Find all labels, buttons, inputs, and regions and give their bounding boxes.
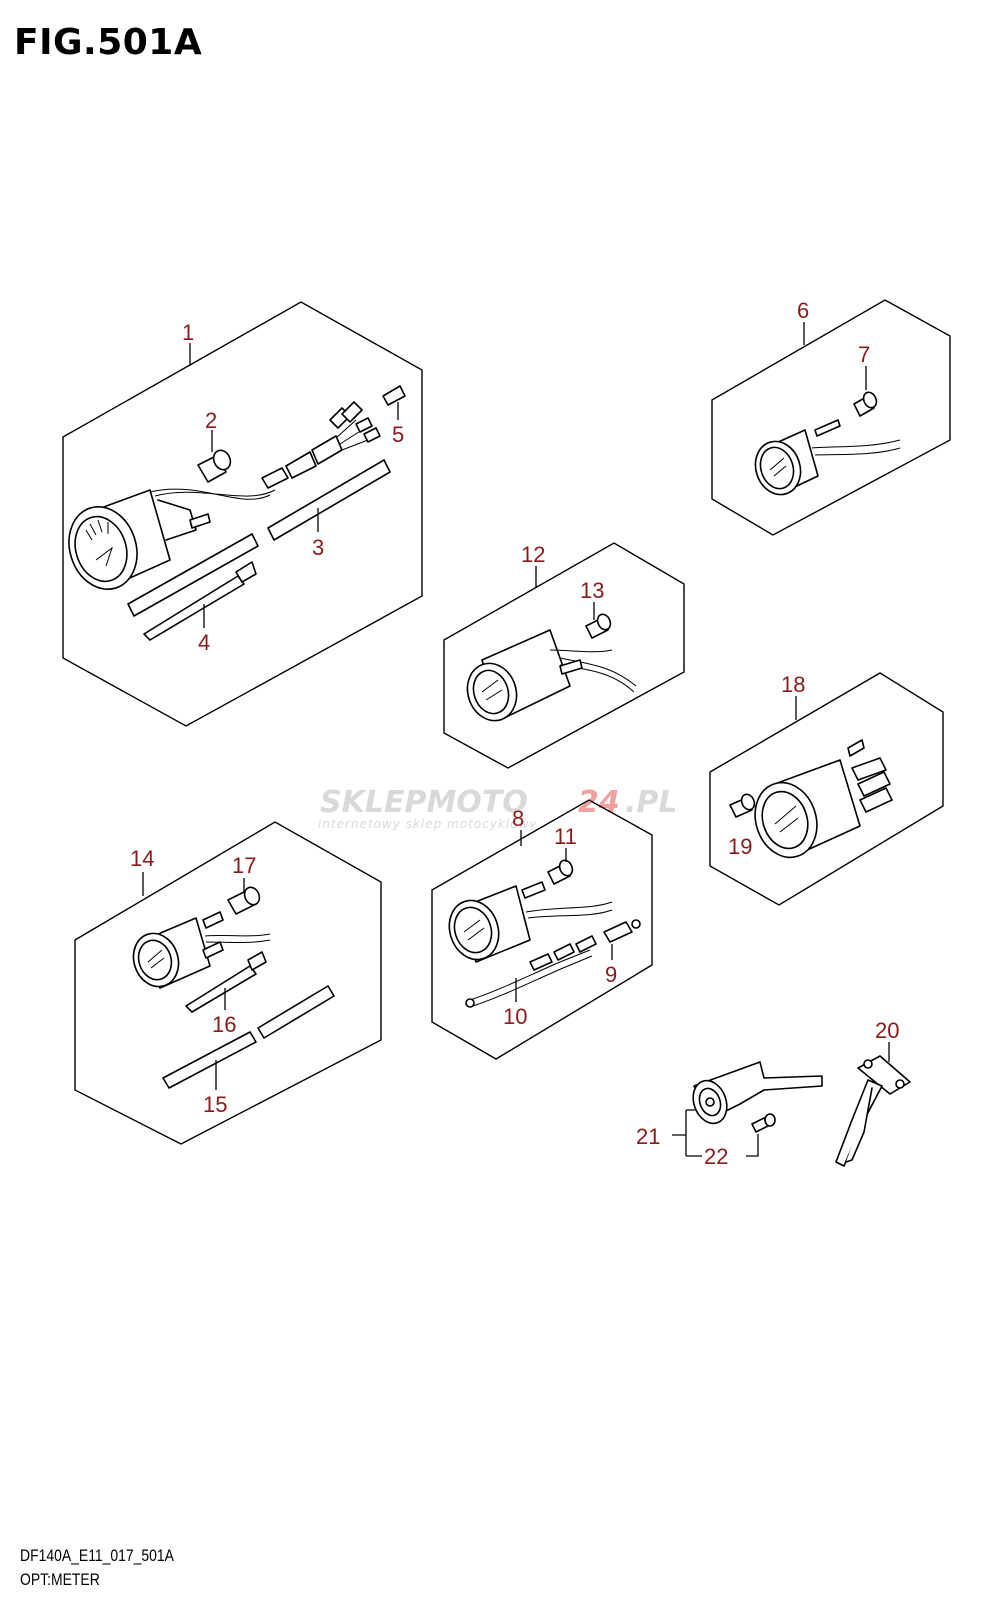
watermark-brand-left: SKLEPMOTO [320,785,528,820]
group-18-box [709,672,944,906]
meter-6 [754,419,901,496]
watermark-tagline: internetowy sklep motocyklowy [318,817,537,831]
large-meter-1 [68,488,276,591]
callout-13: 13 [580,578,604,603]
meter-8 [448,881,613,963]
bulb-13 [585,602,612,639]
group-box-12 [443,542,685,769]
callout-5: 5 [392,422,404,447]
callout-1: 1 [182,320,194,345]
callout-7: 7 [858,342,870,367]
watermark-brand-right: .PL [625,785,678,820]
figure-title: FIG.501A [14,22,203,63]
callout-19: 19 [728,834,752,859]
bulb-2 [197,430,232,483]
callout-4: 4 [198,630,210,655]
callout-2: 2 [205,408,217,433]
callout-6: 6 [797,298,809,323]
callout-12: 12 [521,542,545,567]
harness-10 [465,935,597,1008]
group-1-box [62,301,423,727]
callout-22: 22 [704,1144,728,1169]
bulb-17 [227,878,261,915]
group-box-14 [74,821,382,1145]
callout-16: 16 [212,1012,236,1037]
tube-15 [162,985,335,1090]
group-12-box [443,542,685,769]
sender-20 [835,1042,911,1167]
meter-14 [132,911,271,989]
callout-15: 15 [203,1092,227,1117]
group-box-8 [431,799,653,1060]
callout-21: 21 [636,1124,660,1149]
meter-12 [466,629,637,722]
callout-8: 8 [512,806,524,831]
callout-9: 9 [605,962,617,987]
callout-3: 3 [312,535,324,560]
callout-20: 20 [875,1018,899,1043]
bulb-19 [729,793,756,818]
harness-1 [261,401,381,489]
section-name: OPT:METER [20,1570,100,1589]
cable-tie-4 [143,561,257,641]
bulb-11 [547,848,574,885]
tube-3 [127,459,391,617]
callout-11: 11 [554,824,577,849]
group-box-1 [62,301,423,727]
group-box-18 [709,672,944,906]
group-8-box [431,799,653,1060]
model-code: DF140A_E11_017_501A [20,1546,174,1565]
callout-18: 18 [781,672,805,697]
cable-tie-16 [185,951,267,1013]
group-6-box [711,299,951,536]
watermark: SKLEPMOTO 24 .PL internetowy sklep motoc… [318,785,678,831]
callout-labels: 1 2 3 4 5 6 7 8 9 10 11 12 13 14 15 16 1… [130,298,899,1169]
terminal-9 [603,919,641,960]
group-14-box [74,821,382,1145]
terminal-5 [382,385,406,420]
callout-10: 10 [503,1004,527,1029]
meter-18 [754,739,893,859]
callout-14: 14 [130,846,154,871]
bracket-21 [692,1061,823,1125]
screw-22 [751,1113,776,1133]
callout-17: 17 [232,853,256,878]
group-box-6 [711,299,951,536]
leader-21-22 [672,1109,759,1157]
bulb-7 [853,366,878,417]
